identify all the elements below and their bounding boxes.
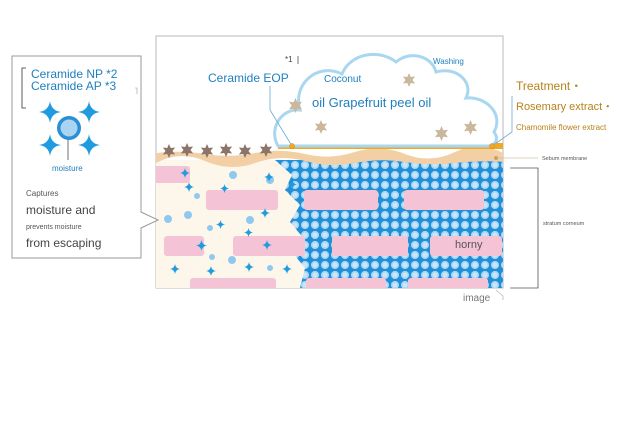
coconut-label: Coconut (324, 74, 361, 85)
ceramide-eop-pointer (269, 86, 293, 147)
horny-cell (332, 236, 408, 256)
captures-line-3: prevents moisture (26, 224, 82, 231)
moisture-dots (164, 171, 274, 271)
rosemary-label: Rosemary extract・ (516, 101, 613, 113)
stratum-corneum-label: stratum corneum (543, 221, 585, 227)
moisture-dot (164, 215, 172, 223)
moisture-dot (228, 256, 236, 264)
oils-label: oil Grapefruit peel oil (312, 95, 431, 110)
horny-cell (156, 166, 190, 183)
captures-line-1: Captures (26, 189, 58, 198)
horny-cell (164, 236, 204, 256)
stratum-corneum-bracket (510, 167, 539, 289)
captures-line-4: from escaping (26, 236, 101, 250)
horny-cell (408, 278, 488, 288)
chamomile-label: Chamomile flower extract (516, 123, 607, 132)
washing-cloud (273, 52, 499, 148)
ceramide-eop-label: Ceramide EOP (208, 71, 289, 85)
treatment-pointer (491, 96, 513, 147)
image-caption: image (463, 293, 491, 304)
moisture-dot (209, 254, 215, 260)
horny-cell (304, 190, 378, 210)
washing-label: Washing (433, 57, 464, 66)
treatment-label: Treatment・ (516, 79, 582, 93)
ceramide-ap-label: Ceramide AP *3 (31, 79, 116, 93)
moisture-dot (194, 193, 200, 199)
horny-cell (404, 190, 484, 210)
caption-corner (495, 289, 504, 300)
horny-cell (190, 278, 276, 288)
horny-label: horny (455, 239, 483, 251)
footnote-marker: *1 (285, 55, 293, 64)
ceramide-bubble-region (275, 160, 503, 288)
sebum-membrane-label: Sebum membrane (542, 156, 587, 162)
moisture-dot (184, 211, 192, 219)
horny-cell (430, 236, 502, 256)
moisture-dot (267, 265, 273, 271)
callout-bracket-end (135, 87, 138, 94)
ceramide-eop-dot (289, 143, 295, 149)
moisture-dot (229, 171, 237, 179)
moisture-dot (207, 225, 213, 231)
ceramide-np-label: Ceramide NP *2 (31, 67, 118, 81)
sebum-membrane (156, 146, 503, 167)
callout-bracket (21, 67, 26, 109)
moisture-dot (246, 216, 254, 224)
moisture-label: moisture (52, 164, 83, 173)
sebum-dot (494, 156, 498, 160)
horny-cells (156, 166, 502, 288)
captures-line-2: moisture and (26, 203, 95, 217)
treatment-dot (489, 143, 495, 149)
horny-cell (306, 278, 386, 288)
ceramide-molecule-icon (39, 101, 100, 160)
horny-cell (206, 190, 278, 210)
